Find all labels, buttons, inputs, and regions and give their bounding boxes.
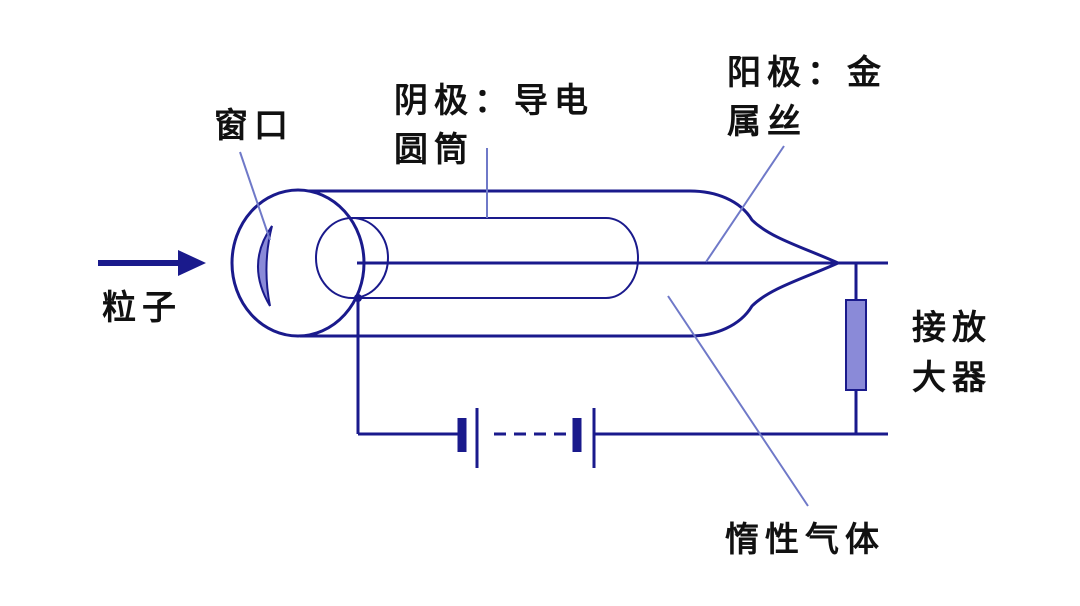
cathode-cylinder [352,217,639,299]
particle-arrow [98,250,206,276]
anode-label-line2: 属丝 [727,102,807,142]
circuit-wires [354,263,888,436]
leader-lines [239,145,809,507]
amplifier-label-line1: 接放 [912,308,992,348]
amplifier-resistor [845,299,867,391]
window-label: 窗口 [214,106,294,146]
battery [457,408,596,468]
amplifier-label-line2: 大器 [912,358,992,398]
cathode-cylinder-end [315,217,389,299]
particle-label: 粒子 [102,288,182,328]
inert-gas-label: 惰性气体 [725,520,885,560]
cathode-label-line2: 圆筒 [394,130,474,170]
window-crescent [257,225,273,307]
window-end-cap [230,188,366,338]
anode-label-line1: 阳极：金 [727,53,887,93]
cathode-label-line1: 阴极：导电 [394,81,594,121]
